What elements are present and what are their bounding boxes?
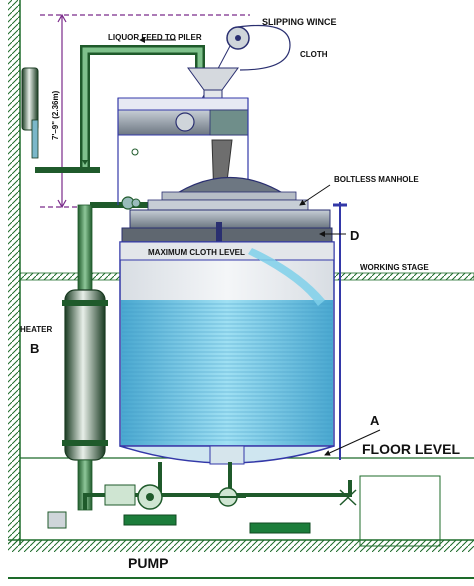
foundation-blocks xyxy=(47,511,311,534)
liquor-feed-pipe xyxy=(80,45,205,170)
vessel-dome xyxy=(129,177,331,229)
sight-glass xyxy=(21,67,39,159)
floor-level-label: FLOOR LEVEL xyxy=(362,441,460,457)
kier-vessel xyxy=(119,241,335,465)
pump-icon xyxy=(123,484,177,526)
heater-column xyxy=(62,204,108,511)
right-column xyxy=(333,202,347,460)
marker-a-label: A xyxy=(370,413,380,428)
valve-icon xyxy=(210,487,357,507)
bottom-piping xyxy=(83,462,352,510)
header-pipe xyxy=(35,148,160,210)
cloth-label: CLOTH xyxy=(300,50,328,59)
left-wall xyxy=(8,0,21,545)
marker-d-label: D xyxy=(350,228,359,243)
piler-platform xyxy=(117,97,249,205)
liquor-feed-label: LIQUOR FEED TO PILER xyxy=(108,33,202,42)
leader-lines xyxy=(139,37,381,456)
working-stage-label: WORKING STAGE xyxy=(360,263,429,272)
ground-slab xyxy=(8,475,474,579)
dimension-label: 7'–9" (2.36m) xyxy=(51,90,60,140)
slipping-winch-label: SLIPPING WINCE xyxy=(262,17,337,27)
boltless-manhole-label: BOLTLESS MANHOLE xyxy=(334,175,419,184)
max-cloth-level-label: MAXIMUM CLOTH LEVEL xyxy=(148,248,245,257)
marker-b-label: B xyxy=(30,341,39,356)
heater-label: HEATER xyxy=(20,325,53,334)
pump-label: PUMP xyxy=(128,555,168,571)
